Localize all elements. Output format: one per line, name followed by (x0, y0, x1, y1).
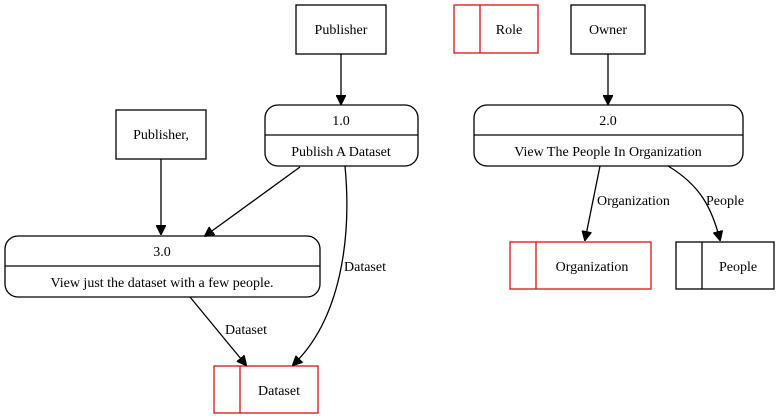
process-2-name: View The People In Organization (514, 145, 702, 160)
process-2: 2.0 View The People In Organization (473, 104, 744, 167)
edge-p3-to-dataset (189, 296, 246, 365)
process-3-id: 3.0 (153, 245, 171, 260)
entity-publisher: Publisher (295, 4, 387, 55)
store-people: People (675, 241, 775, 290)
edge-label-p3-dataset: Dataset (225, 323, 267, 338)
store-role-label: Role (496, 23, 522, 38)
store-organization-label: Organization (556, 260, 629, 275)
edge-p1-to-p3 (205, 166, 301, 236)
entity-owner-label: Owner (589, 23, 627, 38)
store-dataset-label: Dataset (258, 384, 300, 399)
store-people-box (675, 241, 775, 290)
process-1: 1.0 Publish A Dataset (264, 104, 419, 167)
process-2-id: 2.0 (599, 114, 617, 129)
entity-owner: Owner (570, 4, 646, 55)
entity-publisher-label: Publisher (315, 23, 368, 38)
process-3-name: View just the dataset with a few people. (50, 276, 273, 291)
store-dataset-box (213, 365, 319, 414)
edge-label-organization: Organization (597, 194, 670, 209)
process-1-id: 1.0 (332, 114, 350, 129)
edge-label-people: People (706, 194, 744, 209)
edge-label-p1-dataset: Dataset (344, 260, 386, 275)
store-people-label: People (719, 260, 757, 275)
edge-p1-to-dataset (293, 165, 348, 365)
store-organization-box (509, 241, 652, 290)
process-3: 3.0 View just the dataset with a few peo… (4, 235, 321, 298)
store-organization: Organization (509, 241, 652, 290)
store-role: Role (453, 4, 539, 54)
edge-p2-to-people (667, 165, 720, 240)
store-dataset: Dataset (213, 365, 319, 414)
store-role-box (453, 4, 539, 54)
entity-publisher-comma-label: Publisher, (133, 128, 189, 143)
process-1-name: Publish A Dataset (291, 145, 391, 160)
entity-publisher-comma: Publisher, (115, 109, 207, 160)
edge-p2-to-organization (585, 165, 601, 240)
